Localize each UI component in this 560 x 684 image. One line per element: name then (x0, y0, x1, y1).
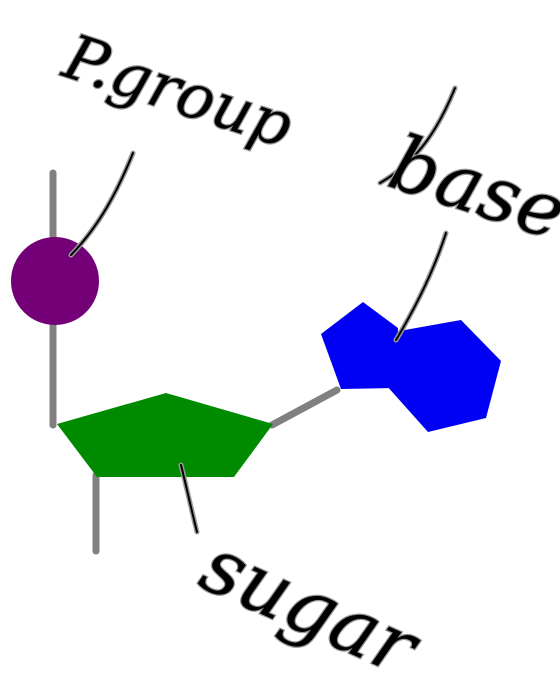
bond-sugar-base (268, 386, 341, 429)
base-ring-large (386, 320, 501, 432)
phosphate-group-circle (11, 237, 99, 325)
sugar-label: sugar (188, 520, 434, 684)
phosphate-pointer-ink (70, 152, 134, 256)
base-pointer (393, 230, 449, 343)
sugar-pointer-ink (180, 464, 198, 533)
sugar-pentagon (57, 393, 273, 477)
base-pointer-ink (395, 232, 447, 341)
base-letter-stroke-ink (379, 87, 456, 184)
phosphate-pointer (68, 150, 136, 258)
phosphate-group-label: P.group (54, 20, 301, 162)
base-label: base (379, 117, 560, 257)
base-ring-small (321, 302, 398, 389)
